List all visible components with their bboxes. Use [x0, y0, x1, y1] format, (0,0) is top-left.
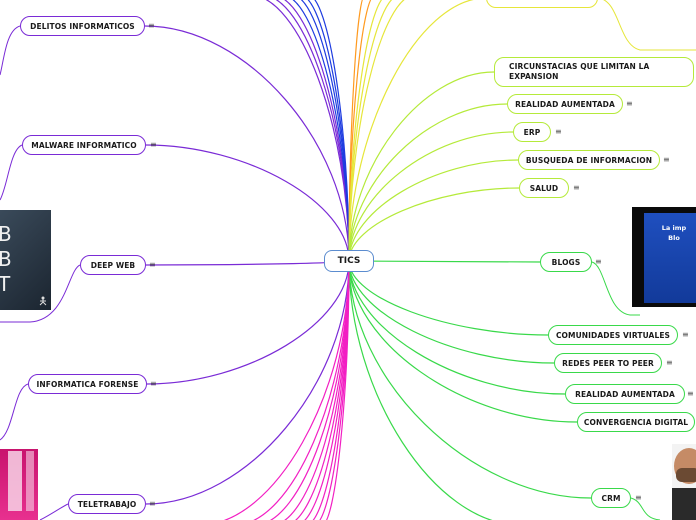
thumb-shape — [26, 451, 34, 511]
edge-peer — [348, 260, 555, 364]
figure-icon — [39, 296, 47, 306]
edge-top-2 — [284, 0, 350, 262]
node-delitos-informaticos[interactable]: DELITOS INFORMATICOS — [20, 16, 145, 36]
note-icon[interactable]: ≡ — [148, 21, 155, 30]
note-icon[interactable]: ≡ — [149, 499, 156, 508]
edge-erp — [348, 131, 514, 262]
thumb-text: Blo — [668, 234, 680, 242]
edge-partial-top — [348, 0, 475, 262]
edge-top-6 — [314, 0, 350, 262]
edge-bottom-2 — [269, 260, 350, 520]
edge-salud — [348, 187, 520, 262]
edge-bottom-0 — [223, 260, 350, 520]
edge-bottom-3 — [284, 260, 350, 520]
node-erp[interactable]: ERP — [513, 122, 551, 142]
teletrabajo-thumbnail[interactable] — [0, 449, 38, 520]
edge-sub-deep-web — [0, 264, 81, 323]
node-comunidades-virtuales[interactable]: COMUNIDADES VIRTUALES — [548, 325, 678, 345]
node-teletrabajo[interactable]: TELETRABAJO — [68, 494, 146, 514]
note-icon[interactable]: ≡ — [150, 140, 157, 149]
node-redes-peer-to-peer[interactable]: REDES PEER TO PEER — [554, 353, 662, 373]
crm-thumbnail[interactable] — [672, 444, 696, 520]
edge-top-5 — [307, 0, 350, 262]
edge-delitos — [144, 25, 350, 262]
edge-forense — [146, 260, 350, 385]
note-icon[interactable]: ≡ — [150, 379, 157, 388]
edge-teletrabajo — [145, 260, 350, 505]
node-convergencia-digital[interactable]: CONVERGENCIA DIGITAL — [577, 412, 695, 432]
node-busqueda-informacion[interactable]: BUSQUEDA DE INFORMACION — [518, 150, 660, 170]
node-realidad-aumentada-2[interactable]: REALIDAD AUMENTADA — [565, 384, 685, 404]
edge-sub-teletrabajo — [39, 503, 69, 520]
note-icon[interactable]: ≡ — [626, 99, 633, 108]
edge-realidad-1 — [348, 103, 508, 262]
node-salud[interactable]: SALUD — [519, 178, 569, 198]
note-icon[interactable]: ≡ — [635, 493, 642, 502]
edge-sub-delitos — [0, 25, 21, 76]
thumb-letter: T — [0, 272, 11, 296]
edge-bottom-green — [348, 260, 493, 520]
edge-bottom-4 — [294, 260, 350, 520]
edge-busqueda — [348, 159, 519, 262]
node-malware-informatico[interactable]: MALWARE INFORMATICO — [22, 135, 146, 155]
note-icon[interactable]: ≡ — [687, 389, 694, 398]
thumb-shirt — [672, 488, 696, 520]
edge-top-1 — [275, 0, 350, 262]
edge-sub-blogs — [591, 261, 640, 316]
edge-bottom-8 — [325, 260, 350, 520]
edge-comunidades — [348, 260, 549, 336]
node-circunstancias[interactable]: CIRCUNSTACIAS QUE LIMITAN LA EXPANSION — [494, 57, 694, 87]
edge-convergencia — [348, 260, 578, 423]
note-icon[interactable]: ≡ — [663, 155, 670, 164]
thumb-beard — [676, 468, 696, 482]
thumb-text: La imp — [661, 224, 687, 232]
edge-realidad-2 — [348, 260, 566, 395]
node-crm[interactable]: CRM — [591, 488, 631, 508]
note-icon[interactable]: ≡ — [595, 257, 602, 266]
edge-malware — [145, 144, 350, 262]
node-blogs[interactable]: BLOGS — [540, 252, 592, 272]
node-partial-top[interactable] — [486, 0, 598, 8]
edge-bottom-1 — [253, 260, 350, 520]
edge-sub-malware — [0, 144, 23, 201]
note-icon[interactable]: ≡ — [573, 183, 580, 192]
deep-web-thumbnail[interactable]: B B T — [0, 210, 51, 310]
edge-top-3 — [292, 0, 350, 262]
center-node-tics[interactable]: TICS — [324, 250, 374, 272]
note-icon[interactable]: ≡ — [682, 330, 689, 339]
thumb-shape — [8, 451, 22, 511]
node-deep-web[interactable]: DEEP WEB — [80, 255, 146, 275]
note-icon[interactable]: ≡ — [666, 358, 673, 367]
node-realidad-aumentada-1[interactable]: REALIDAD AUMENTADA — [507, 94, 623, 114]
edge-top-warm-4 — [348, 0, 405, 262]
blogs-thumbnail[interactable]: La imp Blo — [632, 207, 696, 307]
thumb-letter: B — [0, 222, 12, 246]
thumb-letter: B — [0, 247, 12, 271]
edge-blogs — [348, 260, 541, 263]
edge-crm — [348, 260, 592, 499]
note-icon[interactable]: ≡ — [149, 260, 156, 269]
edge-sub-partial-top — [602, 0, 696, 51]
node-informatica-forense[interactable]: INFORMATICA FORENSE — [28, 374, 147, 394]
edge-circunstancias — [348, 71, 495, 262]
note-icon[interactable]: ≡ — [555, 127, 562, 136]
edge-sub-crm — [630, 497, 661, 520]
edge-deep-web — [145, 260, 350, 266]
edge-sub-forense — [0, 383, 29, 441]
edge-bottom-5 — [304, 260, 350, 520]
